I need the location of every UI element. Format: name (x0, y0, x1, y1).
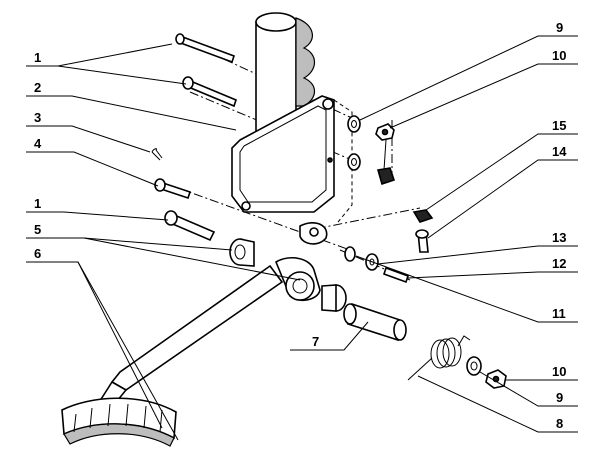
pedal-bracket (231, 12, 353, 245)
callout-6: 6 (34, 246, 41, 261)
pedal-arm (61, 257, 321, 447)
callout-10-lower: 10 (552, 364, 566, 379)
callout-11: 11 (552, 306, 566, 321)
leader-lines (26, 35, 578, 441)
washer-lower (347, 153, 361, 171)
return-spring (407, 335, 471, 381)
washer-11 (344, 246, 356, 262)
nut-15 (412, 209, 434, 223)
cotter-pin (151, 148, 163, 161)
callout-9-lower: 9 (556, 390, 563, 405)
screw-14 (415, 229, 429, 253)
bolt-upper-b (182, 76, 237, 108)
callouts-right: 9 10 15 14 13 12 11 10 9 8 (552, 20, 567, 431)
bushing-right (321, 284, 347, 312)
pin-12 (382, 266, 410, 284)
callout-12: 12 (552, 256, 566, 271)
shaft (343, 302, 407, 342)
bolt-lower (164, 210, 216, 242)
callout-8: 8 (556, 416, 563, 431)
washer-bottom (466, 356, 482, 376)
callout-1-lower: 1 (34, 196, 41, 211)
callout-1-upper: 1 (34, 50, 41, 65)
nut-upper (375, 123, 396, 186)
callout-14: 14 (552, 144, 567, 159)
callouts-bottom: 7 (312, 334, 319, 349)
bushing-left (229, 238, 255, 267)
bolt-upper-a (175, 33, 236, 64)
washer-upper (347, 115, 361, 133)
clevis-pin (154, 178, 192, 200)
callout-5: 5 (34, 222, 41, 237)
callout-10-upper: 10 (552, 48, 566, 63)
callouts-left: 1 2 3 4 1 5 6 (34, 50, 42, 261)
callout-4: 4 (34, 136, 42, 151)
callout-9-upper: 9 (556, 20, 563, 35)
callout-7: 7 (312, 334, 319, 349)
callout-3: 3 (34, 110, 41, 125)
callout-2: 2 (34, 80, 41, 95)
callout-15: 15 (552, 118, 566, 133)
callout-13: 13 (552, 230, 566, 245)
